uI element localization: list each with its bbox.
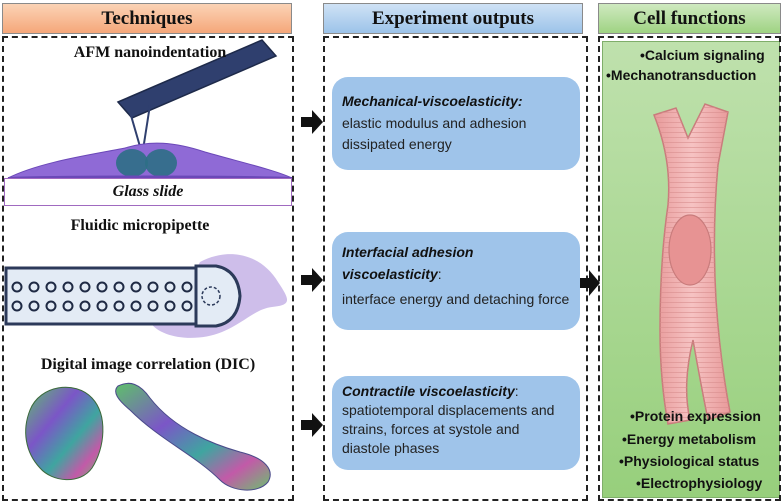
output-title-suffix: : xyxy=(437,265,442,282)
micropipette-illustration xyxy=(4,254,288,338)
cell-functions-header-text: Cell functions xyxy=(633,7,746,29)
dic-cell-map-icon xyxy=(25,386,104,481)
arrow-right-icon xyxy=(301,268,323,292)
micropipette-label: Fluidic micropipette xyxy=(70,217,210,234)
cell-function-item: •Electrophysiology xyxy=(636,475,763,491)
cell-function-text: Protein expression xyxy=(634,408,761,424)
interfacial-adhesion-box: Interfacial adhesion viscoelasticity: in… xyxy=(332,232,580,330)
experiment-outputs-header-text: Experiment outputs xyxy=(371,7,535,29)
experiment-outputs-header: Experiment outputs xyxy=(323,3,583,34)
cell-functions-header: Cell functions xyxy=(598,3,781,34)
glass-slide: Glass slide xyxy=(4,178,292,206)
output-title-suffix: : xyxy=(514,383,519,399)
output-line: interface energy and detaching force xyxy=(342,291,570,308)
cell-function-text: Mechanotransduction xyxy=(610,67,757,83)
cell-function-item: •Calcium signaling xyxy=(640,47,765,63)
afm-label: AFM nanoindentation xyxy=(73,44,227,61)
output-title-text: Contractile viscoelasticity xyxy=(342,383,515,399)
output-title: Mechanical-viscoelasticity: xyxy=(342,91,570,113)
glass-slide-label: Glass slide xyxy=(112,183,184,200)
cell-functions-panel xyxy=(598,36,781,501)
pipette-tip-icon xyxy=(194,264,242,328)
dic-label: Digital image correlation (DIC) xyxy=(40,356,256,373)
cell-function-item: •Protein expression xyxy=(630,408,761,424)
nucleus-icon xyxy=(116,149,148,177)
arrow-right-icon xyxy=(578,270,600,296)
cell-function-item: •Energy metabolism xyxy=(622,431,757,447)
contractile-viscoelasticity-box: Contractile viscoelasticity: spatiotempo… xyxy=(332,376,580,470)
mechanical-viscoelasticity-box: Mechanical-viscoelasticity: elastic modu… xyxy=(332,77,580,170)
techniques-header-text: Techniques xyxy=(101,7,193,29)
output-title-text: Mechanical-viscoelasticity: xyxy=(342,93,523,109)
cell-function-item: •Mechanotransduction xyxy=(606,67,757,83)
dic-illustration xyxy=(25,382,271,491)
arrow-right-icon xyxy=(301,413,323,437)
afm-illustration xyxy=(7,39,293,179)
cell-function-text: Energy metabolism xyxy=(626,431,757,447)
cell-function-item: •Physiological status xyxy=(619,453,760,469)
output-title: Interfacial adhesion viscoelasticity: xyxy=(342,242,570,285)
techniques-header: Techniques xyxy=(2,3,292,34)
arrow-right-icon xyxy=(301,110,323,134)
cardiomyocyte-illustration xyxy=(653,103,731,425)
cardiomyocyte-nucleus-icon xyxy=(668,214,712,286)
nucleus-icon xyxy=(145,149,177,177)
cell-function-text: Physiological status xyxy=(623,453,760,469)
afm-cantilever-icon xyxy=(116,39,278,119)
output-line: dissipated energy xyxy=(342,136,452,153)
cell-function-text: Calcium signaling xyxy=(644,47,765,63)
techniques-panel xyxy=(2,36,294,501)
output-line: spatiotemporal displacements and strains… xyxy=(342,401,555,456)
output-title: Contractile viscoelasticity: xyxy=(342,382,570,401)
dic-elongated-cell-map-icon xyxy=(115,382,271,491)
pipette-body-icon xyxy=(4,266,198,326)
arrows xyxy=(301,110,600,437)
output-line: elastic modulus and adhesion xyxy=(342,114,527,131)
cell-function-text: Electrophysiology xyxy=(640,475,763,491)
output-title-text: Interfacial adhesion viscoelasticity xyxy=(342,244,474,282)
experiment-outputs-panel xyxy=(323,36,588,501)
